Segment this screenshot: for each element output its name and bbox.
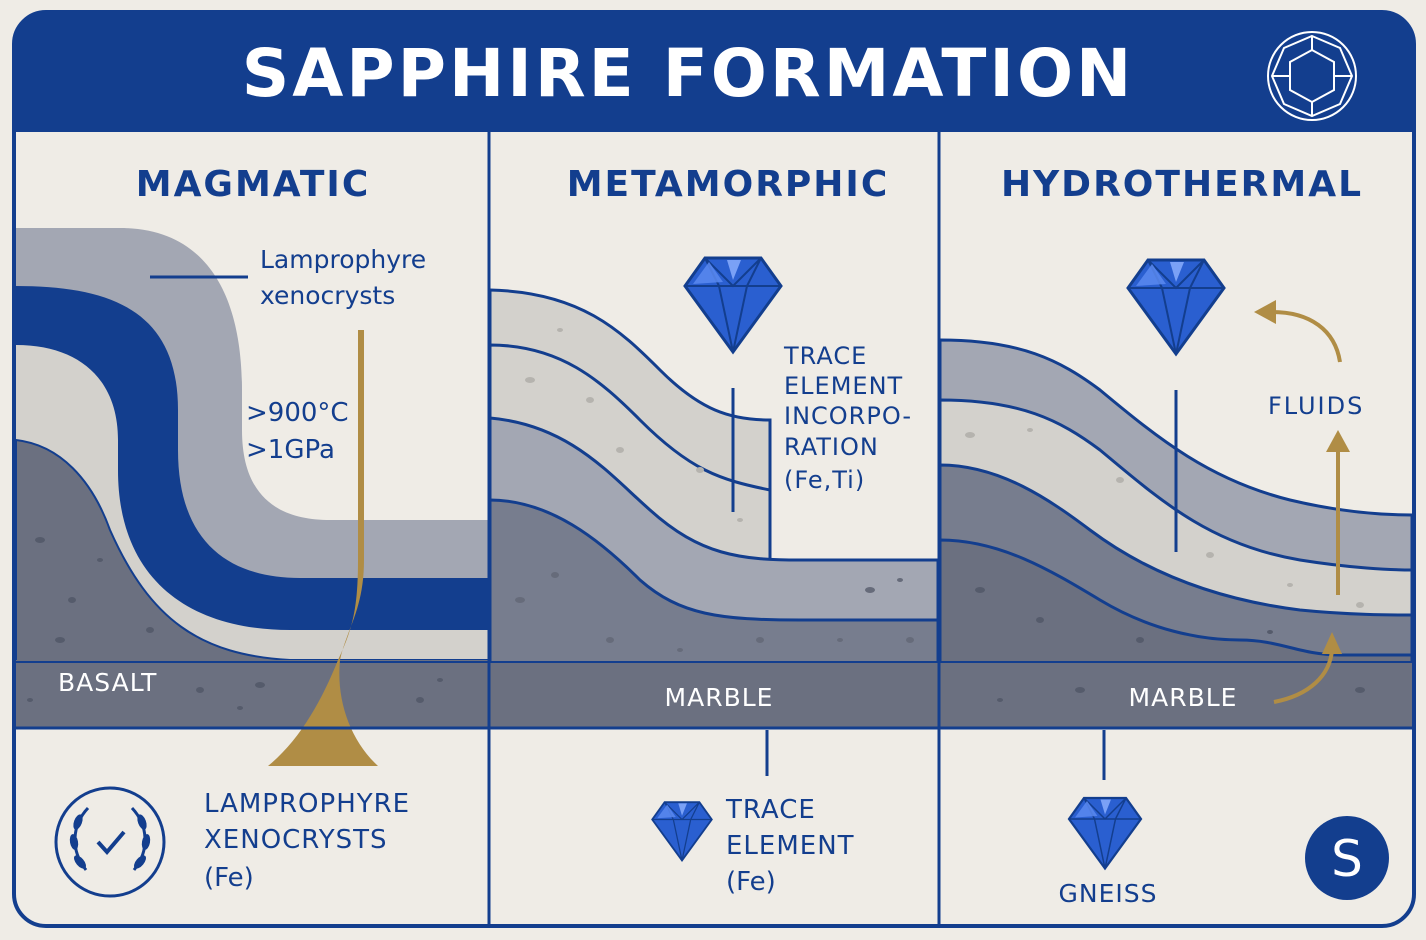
panel-heading-magmatic: MAGMATIC: [136, 164, 371, 205]
strata-label-basalt: BASALT: [58, 668, 157, 697]
footer-text: XENOCRYSTS: [204, 825, 387, 855]
strata-label-marble: MARBLE: [665, 683, 774, 712]
footer-text: (Fe): [726, 867, 776, 897]
footer-text: TRACE: [725, 795, 816, 825]
callout-text-fluids: FLUIDS: [1268, 392, 1364, 420]
arrow-up-icon: [1326, 430, 1350, 452]
title-banner: [14, 12, 1414, 130]
callout-text: (Fe,Ti): [784, 466, 865, 494]
gem-outline-logo-icon: [1267, 31, 1357, 121]
panel-heading-hydrothermal: HYDROTHERMAL: [1001, 164, 1363, 205]
s-monogram-icon: [1305, 816, 1389, 900]
callout-text: INCORPO-: [784, 402, 912, 430]
magmatic-strata: [16, 130, 488, 728]
diagram-title: SAPPHIRE FORMATION: [242, 35, 1135, 112]
fluid-flow-arrows: [1271, 310, 1342, 704]
metamorphic-strata: [490, 130, 938, 728]
strata-label-marble: MARBLE: [1129, 683, 1238, 712]
condition-pressure: >1GPa: [246, 435, 335, 465]
hydrothermal-strata: [940, 130, 1412, 728]
callout-text: ELEMENT: [784, 372, 903, 400]
arrow-up-icon: [1322, 632, 1342, 654]
footer-text-gneiss: GNEISS: [1059, 879, 1158, 908]
condition-temperature: >900°C: [246, 398, 349, 428]
arrow-left-icon: [1254, 300, 1276, 324]
callout-text: RATION: [784, 433, 879, 461]
callout-text: xenocrysts: [260, 281, 395, 310]
footer-text: ELEMENT: [726, 831, 855, 861]
callout-text: TRACE: [783, 342, 867, 370]
footer-text: LAMPROPHYRE: [204, 789, 410, 819]
laurel-leaves: [69, 814, 151, 869]
footer-text: (Fe): [204, 863, 254, 893]
monogram-letter: S: [1331, 830, 1363, 888]
callout-text: Lamprophyre: [260, 245, 426, 274]
panel-heading-metamorphic: METAMORPHIC: [567, 164, 890, 205]
